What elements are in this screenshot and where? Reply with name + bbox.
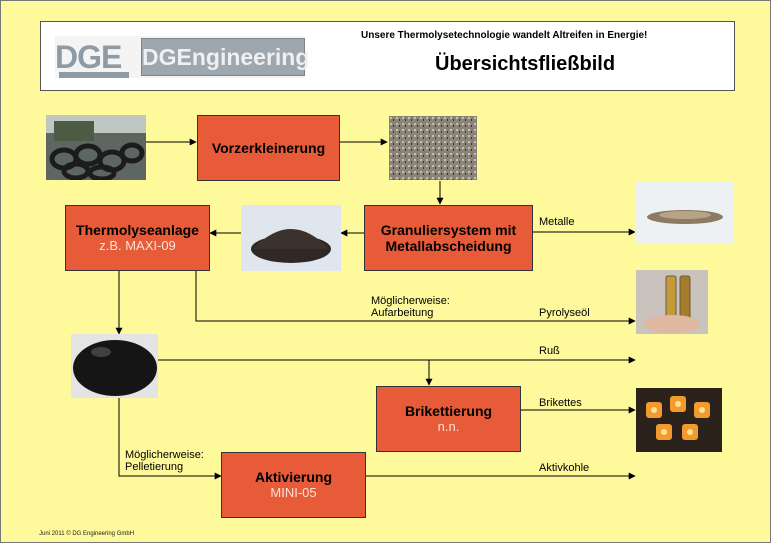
- label-brikettes: Brikettes: [539, 397, 582, 409]
- label-moeglich-aufarbeitung-1: Möglicherweise:: [371, 295, 450, 307]
- briquettes-image: [636, 388, 722, 452]
- page-title: Übersichtsfließbild: [435, 53, 616, 75]
- node-vorzerkleinerung: Vorzerkleinerung: [197, 115, 340, 181]
- node-aktivierung: Aktivierung MINI-05: [221, 452, 366, 518]
- arrow-pyrolyseoel: [195, 270, 636, 325]
- footer-copyright: Juni 2011 © DG Engineering GmbH: [39, 531, 135, 537]
- oil-vial-image: [636, 270, 708, 334]
- node-thermolyse-label: Thermolyseanlage: [76, 222, 199, 238]
- company-logo: DGE DGEngineering: [55, 36, 309, 78]
- arrow-pelletierung: [118, 398, 222, 480]
- node-brikettierung-sub: n.n.: [437, 419, 460, 434]
- node-granuliersystem: Granuliersystem mit Metallabscheidung: [364, 205, 533, 271]
- label-pyrolyseoel: Pyrolyseöl: [539, 307, 590, 319]
- node-thermolyse-sub: z.B. MAXI-09: [99, 238, 176, 253]
- rubber-powder-image: [241, 205, 341, 271]
- node-aktivierung-sub: MINI-05: [270, 485, 317, 500]
- granules-image: [389, 116, 477, 180]
- carbon-black-image: [71, 334, 158, 398]
- node-thermolyse: Thermolyseanlage z.B. MAXI-09: [65, 205, 210, 271]
- node-vorzerkleinerung-label: Vorzerkleinerung: [211, 140, 326, 156]
- node-granuliersystem-label: Granuliersystem mit Metallabscheidung: [380, 222, 517, 254]
- label-aktivkohle: Aktivkohle: [539, 462, 590, 474]
- node-brikettierung: Brikettierung n.n.: [376, 386, 521, 452]
- label-moeglich-aufarbeitung-2: Aufarbeitung: [371, 307, 434, 319]
- label-moeglich-pelletierung-1: Möglicherweise:: [125, 449, 204, 461]
- label-moeglich-pelletierung-2: Pelletierung: [125, 461, 184, 473]
- tagline: Unsere Thermolysetechnologie wandelt Alt…: [361, 30, 648, 41]
- node-brikettierung-label: Brikettierung: [404, 403, 493, 419]
- label-metalle: Metalle: [539, 216, 575, 228]
- node-aktivierung-label: Aktivierung: [254, 469, 332, 485]
- tire-pile-image: [46, 115, 146, 180]
- label-russ: Ruß: [539, 345, 560, 357]
- metal-pile-image: [635, 181, 734, 244]
- logo-name: DGEngineering: [141, 38, 309, 76]
- header: DGE DGEngineering Unsere Thermolysetechn…: [40, 21, 735, 91]
- logo-mark: DGE: [55, 38, 133, 78]
